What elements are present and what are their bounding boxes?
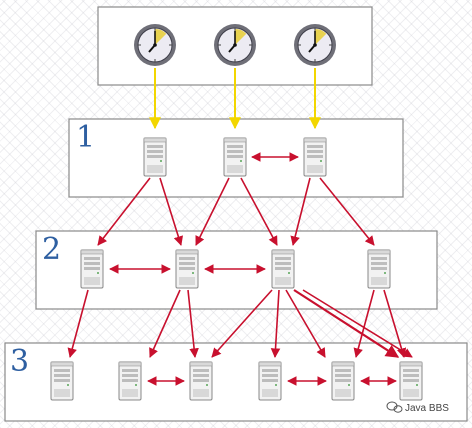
sync-arrow bbox=[353, 289, 375, 358]
sync-arrow bbox=[159, 177, 183, 246]
clock-icon bbox=[213, 23, 257, 67]
server-icon bbox=[331, 361, 355, 401]
watermark-text: Java BBS bbox=[405, 403, 449, 414]
server-icon bbox=[189, 361, 213, 401]
sync-arrow bbox=[67, 289, 89, 358]
time-sync-arrows bbox=[149, 68, 321, 130]
sync-arrow bbox=[270, 289, 281, 358]
sync-arrow bbox=[285, 289, 326, 358]
server-icon bbox=[143, 137, 167, 177]
sync-arrow bbox=[240, 177, 278, 246]
sync-arrow bbox=[149, 289, 181, 358]
sync-arrow bbox=[97, 177, 151, 246]
tier-2-label: 2 bbox=[42, 232, 61, 267]
server-icon bbox=[80, 249, 104, 289]
watermark: Java BBS bbox=[386, 401, 449, 414]
server-icon bbox=[50, 361, 74, 401]
clock-icon bbox=[293, 23, 337, 67]
server-icon bbox=[175, 249, 199, 289]
tier-3-box bbox=[4, 342, 468, 422]
sync-arrow bbox=[383, 289, 407, 358]
sync-arrow bbox=[293, 289, 400, 358]
server-icon bbox=[303, 137, 327, 177]
wechat-icon bbox=[386, 401, 403, 413]
server-icon bbox=[399, 361, 423, 401]
server-icon bbox=[258, 361, 282, 401]
tier-1-label: 1 bbox=[76, 120, 95, 155]
sync-arrow bbox=[195, 177, 230, 246]
tier-3-label: 3 bbox=[10, 344, 29, 379]
sync-arrow bbox=[211, 289, 273, 358]
server-icon bbox=[223, 137, 247, 177]
sync-arrows bbox=[67, 152, 413, 386]
sync-arrow bbox=[319, 177, 375, 246]
sync-arrow bbox=[290, 177, 311, 246]
sync-arrow bbox=[302, 289, 413, 358]
clock-icon bbox=[133, 23, 177, 67]
server-icon bbox=[271, 249, 295, 289]
server-icon bbox=[367, 249, 391, 289]
server-icon bbox=[118, 361, 142, 401]
sync-arrow bbox=[187, 289, 199, 358]
